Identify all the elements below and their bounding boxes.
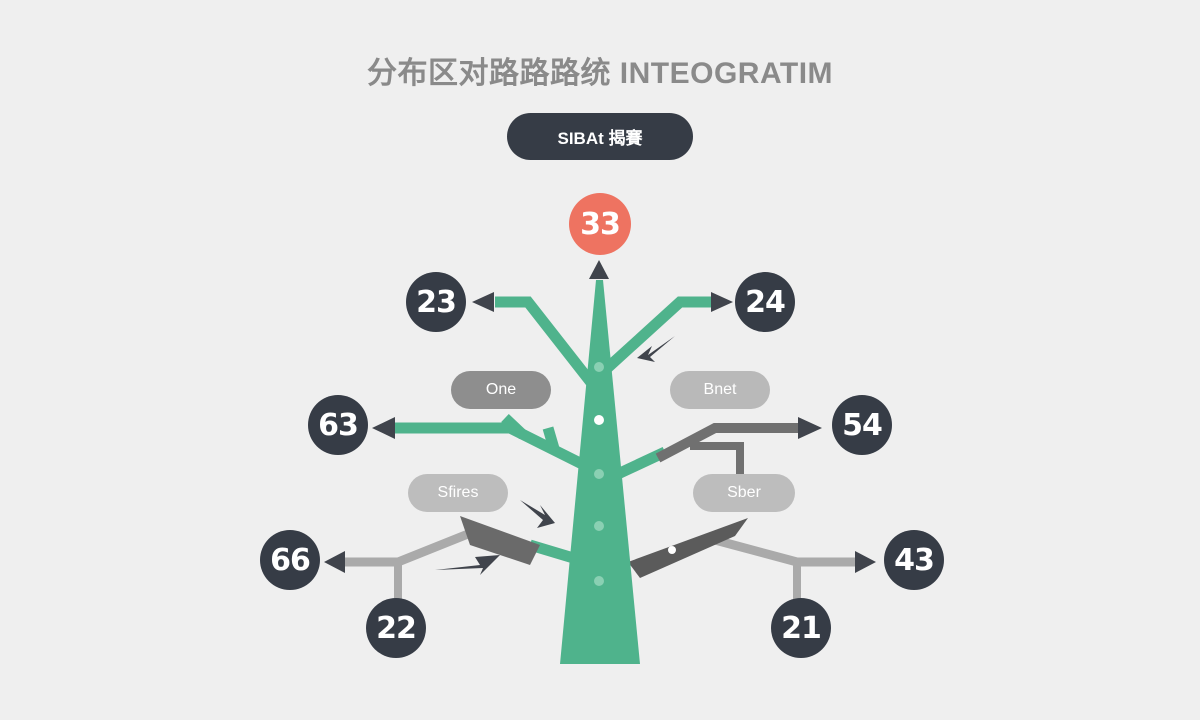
branch-right-upper-connector (690, 442, 744, 475)
label-sber[interactable]: Sber (693, 474, 795, 512)
trunk-dot-5 (594, 576, 604, 586)
gray-branches (340, 423, 860, 600)
pointer-arrow-icon (435, 555, 500, 575)
branch-right-upper (655, 423, 800, 463)
node-top-left[interactable]: 23 (406, 272, 466, 332)
arrow-left-icon (324, 551, 345, 573)
node-mid-right[interactable]: 54 (832, 395, 892, 455)
pointer-arrow-icon (637, 336, 675, 362)
green-branches (395, 296, 715, 566)
blade-left (460, 516, 540, 565)
label-sfires[interactable]: Sfires (408, 474, 508, 512)
pointer-arrows (435, 336, 675, 575)
blade-right (628, 518, 748, 578)
branch-mid-left-twig2 (542, 426, 561, 454)
blade-right-dot (668, 546, 676, 554)
label-one[interactable]: One (451, 371, 551, 409)
arrowheads (324, 260, 876, 573)
arrow-right-icon (711, 292, 733, 312)
trunk-dot-1 (594, 362, 604, 372)
branch-left-lower (340, 525, 480, 567)
trunk-dot-3 (594, 469, 604, 479)
pointer-arrow-icon (520, 500, 555, 528)
node-mid-left[interactable]: 63 (308, 395, 368, 455)
node-top-right[interactable]: 24 (735, 272, 795, 332)
node-low-left[interactable]: 66 (260, 530, 320, 590)
trunk-dot-2 (594, 415, 604, 425)
branch-right-lower (713, 535, 860, 567)
branch-mid-left-twig (501, 414, 527, 439)
label-bnet[interactable]: Bnet (670, 371, 770, 409)
arrow-left-icon (472, 292, 494, 312)
trunk-dot-4 (594, 521, 604, 531)
branch-mid-left (395, 422, 593, 473)
diagram-title: 分布区对路路路统 INTEOGRATIM (366, 57, 834, 90)
arrow-up-icon (589, 260, 609, 279)
arrow-right-icon (798, 417, 822, 439)
node-low-right[interactable]: 43 (884, 530, 944, 590)
header-button[interactable]: SIBAt 揭賽 (507, 113, 693, 160)
node-bottom-right[interactable]: 21 (771, 598, 831, 658)
branch-top-left (495, 296, 598, 389)
node-bottom-left[interactable]: 22 (366, 598, 426, 658)
branch-top-right (599, 296, 715, 377)
root-node[interactable]: 33 (569, 193, 631, 255)
arrow-left-icon (372, 417, 395, 439)
arrow-right-icon (855, 551, 876, 573)
